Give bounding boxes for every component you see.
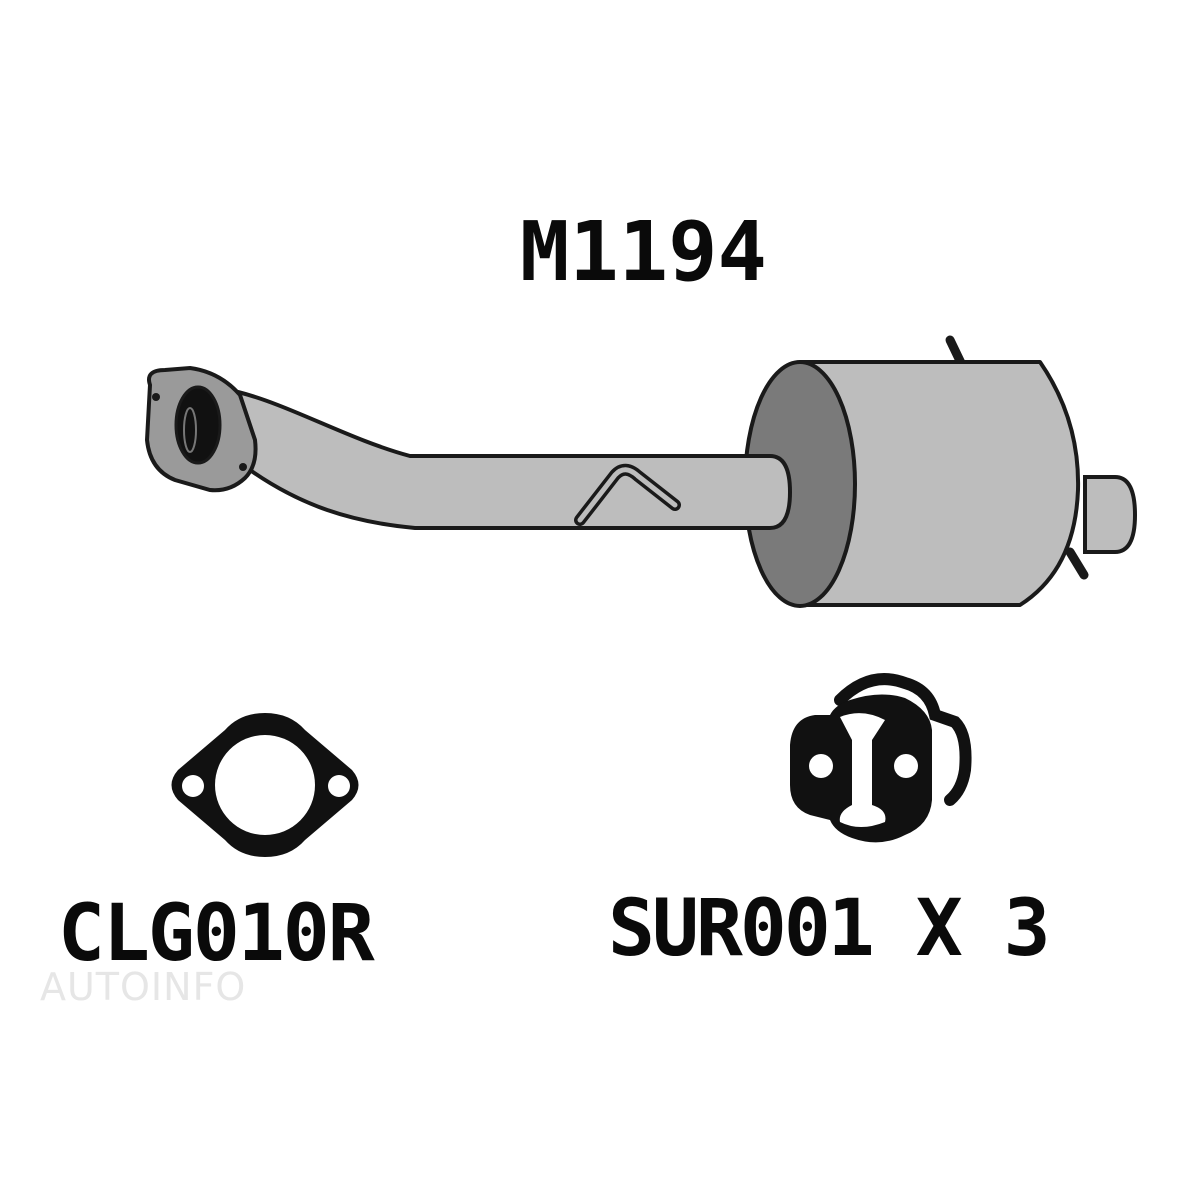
main-part-code: M1194	[520, 205, 767, 300]
rubber-hanger-icon	[790, 673, 972, 843]
hanger-part-code: SUR001 X 3	[608, 884, 1051, 974]
gasket-part-code: CLG010R	[58, 889, 375, 979]
flange-gasket-icon	[171, 713, 359, 857]
autoinfo-watermark: AUTOINFO	[40, 965, 247, 1009]
muffler-body	[700, 335, 1138, 608]
inlet-flange-icon	[144, 365, 258, 493]
